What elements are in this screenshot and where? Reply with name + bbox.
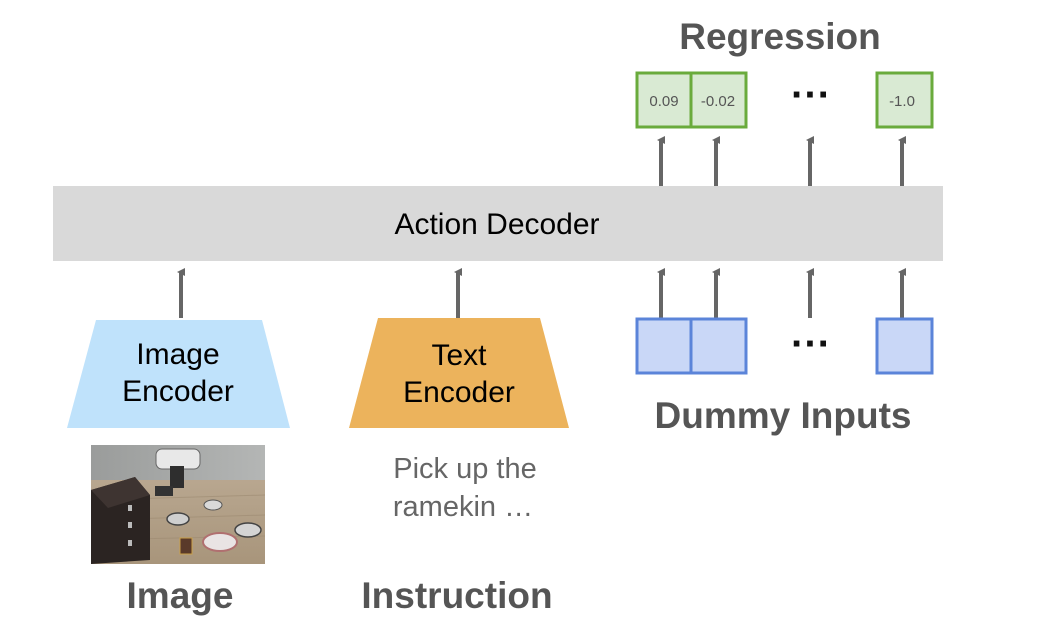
action-decoder: Action Decoder xyxy=(53,186,943,261)
dummy-input-box-3 xyxy=(875,317,934,375)
image-encoder-line2: Encoder xyxy=(122,375,234,408)
text-encoder: Text Encoder xyxy=(349,318,569,428)
output-arrows xyxy=(657,136,906,186)
dummy-input-ellipsis: ··· xyxy=(791,322,831,366)
output-value-1: 0.09 xyxy=(649,93,678,110)
output-ellipsis: ··· xyxy=(791,73,831,117)
image-encoder-line1: Image xyxy=(136,338,219,371)
output-value-2: -0.02 xyxy=(701,93,735,110)
image-caption: Image xyxy=(127,575,234,616)
dummy-input-box-2 xyxy=(689,317,748,375)
output-box-1: 0.09 xyxy=(635,71,693,129)
output-value-3: -1.0 xyxy=(889,93,915,110)
text-encoder-line2: Encoder xyxy=(403,376,515,409)
action-decoder-label: Action Decoder xyxy=(394,208,599,241)
dummy-inputs-label: Dummy Inputs xyxy=(655,395,912,436)
instruction-text-line1: Pick up the xyxy=(393,453,536,485)
instruction-text-line2: ramekin … xyxy=(393,491,533,523)
image-encoder: Image Encoder xyxy=(67,320,290,428)
robot-scene-image xyxy=(90,445,266,564)
text-encoder-line1: Text xyxy=(431,339,487,372)
output-box-2: -0.02 xyxy=(689,71,748,129)
regression-title: Regression xyxy=(679,16,881,57)
input-arrows xyxy=(177,268,906,318)
instruction-caption: Instruction xyxy=(361,575,552,616)
output-box-3: -1.0 xyxy=(875,71,934,129)
dummy-input-box-1 xyxy=(635,317,693,375)
